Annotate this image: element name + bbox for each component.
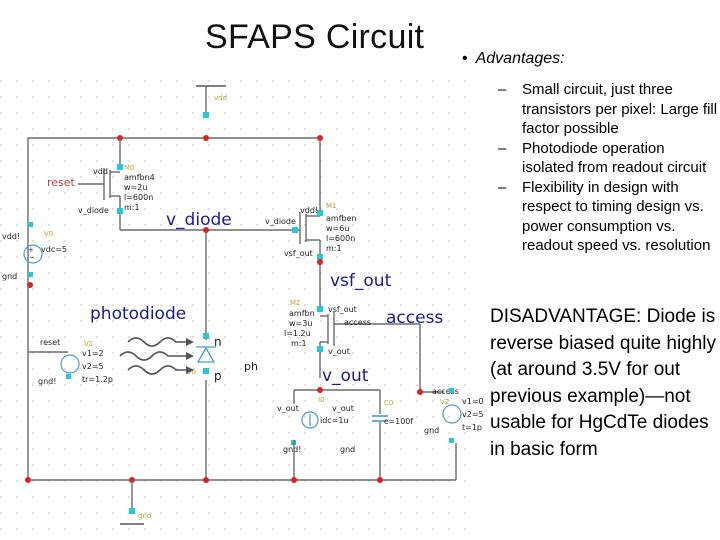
v1-tr: tr=1.2p [82,375,113,384]
advantages-list: –Small circuit, just three transistors p… [498,80,720,256]
vdd-source: + − V0 vdc=5 vdd! gnd [2,222,67,288]
c0-gnd-label: gnd [340,445,355,454]
i0-vout-label: v_out [277,404,299,413]
v-diode-net: v_diode [119,210,295,340]
m2-vout-label: v_out [328,347,350,356]
advantage-item: –Photodiode operation isolated from read… [498,139,707,177]
reset-gate-label: reset [47,176,76,189]
v2-gnd-label: gnd [424,426,439,435]
v2-access-label: access [432,387,459,396]
m1-vdd-label: vdd! [300,206,318,215]
i0-gnd-label: gnd! [283,445,301,454]
m0-w: w=2u [124,183,147,192]
v1-v1: v1=2 [82,349,104,358]
advantage-text: Photodiode operation isolated from reado… [522,139,707,177]
v2-v1: v1=0 [462,397,484,406]
v-diode-net-label: v_diode [166,210,232,230]
m1-vsfout-label: vsf_out [284,249,313,258]
reset-source: reset v1=2 v2=5 tr=1.2p V1 gnd! [28,338,113,386]
v2-v2: v2=5 [462,410,484,419]
load-capacitor: v_out c=100f C0 gnd [332,390,413,454]
advantages-heading: • Advantages: [462,50,565,68]
m1-vdiode-label: v_diode [265,217,296,226]
diode-p-label: p [214,369,222,383]
i0-name: I0 [318,396,325,404]
v1-gnd-label: gnd! [38,377,56,386]
m1-w: w=6u [326,224,349,233]
ground-rail: gnd [25,285,457,525]
vdd-source-top-label: vdd! [2,232,20,241]
vdd-source-param: vdc=5 [41,245,67,254]
m2-l: l=1.2u [284,329,311,338]
access-net-label: access [386,308,443,328]
v2-t: t=1p [462,423,482,432]
access-source: access v1=0 v2=5 t=1p V2 gnd [417,387,484,443]
m0-m: m:1 [124,203,140,212]
bullet-dot: • [462,50,468,67]
m1-l: l=600n [326,234,355,243]
m1-model: amfben [326,214,357,223]
m1-name: M1 [326,202,337,210]
i0-param: idc=1u [320,416,349,425]
vdd-top-label: vdd [214,94,227,102]
v-out-net-label: v_out [322,366,369,386]
m0-model: amfbn4 [124,173,155,182]
m2-access-label: access [344,318,371,327]
svg-text:−: − [29,254,35,262]
photodiode-label: photodiode [90,304,186,324]
m0-l: l=600n [124,193,153,202]
vdd-source-name: V0 [44,230,53,238]
c0-vout-label: v_out [332,404,354,413]
m0-vdd-label: vdd [93,167,108,176]
slide-title: SFAPS Circuit [205,18,425,56]
photodiode: photodiode n p ph D0 [90,304,258,383]
vdd-source-bottom-label: gnd [2,272,17,281]
vdd-top-symbol: vdd [196,85,227,118]
m1-source-follower: vdd! v_diode vsf_out M1 amfben w=6u l=60… [265,138,357,262]
d0-name: D0 [186,368,196,376]
c0-param: c=100f [384,417,413,426]
v-out-net: v_out [294,366,380,393]
diode-n-label: n [214,335,222,349]
v1-v2: v2=5 [82,362,104,371]
v2-name: V2 [440,398,449,406]
m2-vsfout-label: vsf_out [328,305,357,314]
c0-name: C0 [384,399,393,407]
m2-w: w=3u [289,319,312,328]
m2-access-transistor: vsf_out access v_out M2 amfbn w=3u l=1.2… [284,299,443,392]
advantage-text: Small circuit, just three transistors pe… [522,81,718,137]
disadvantage-text: DISADVANTAGE: Diode is reverse biased qu… [490,306,717,460]
m1-m: m:1 [326,244,342,253]
advantage-text: Flexibility in design with respect to ti… [522,178,711,255]
advantages-heading-text: Advantages: [475,50,565,67]
vsf-out-net-label: vsf_out [330,271,392,291]
m2-m: m:1 [291,339,307,348]
light-rays [119,337,194,375]
m2-name: M2 [290,299,301,307]
diode-ph-label: ph [244,360,258,373]
gnd-bottom-label: gnd [138,512,151,520]
m0-reset-transistor: vdd v_diode reset M0 amfbn4 w=2u l=600n … [47,138,155,215]
v1-reset-label: reset [40,338,60,347]
advantage-item: –Flexibility in design with respect to t… [498,178,711,255]
vsf-out-net: vsf_out [317,259,392,300]
sfaps-schematic: vdd + − V0 vdc=5 vdd! gnd [0,70,484,540]
m0-name: M0 [124,164,135,172]
v1-name: V1 [84,340,93,348]
advantage-item: –Small circuit, just three transistors p… [498,81,718,137]
m2-model: amfbn [289,309,315,318]
m0-vdiode-label: v_diode [78,206,109,215]
grid-background [0,70,470,540]
svg-text:+: + [28,246,34,254]
